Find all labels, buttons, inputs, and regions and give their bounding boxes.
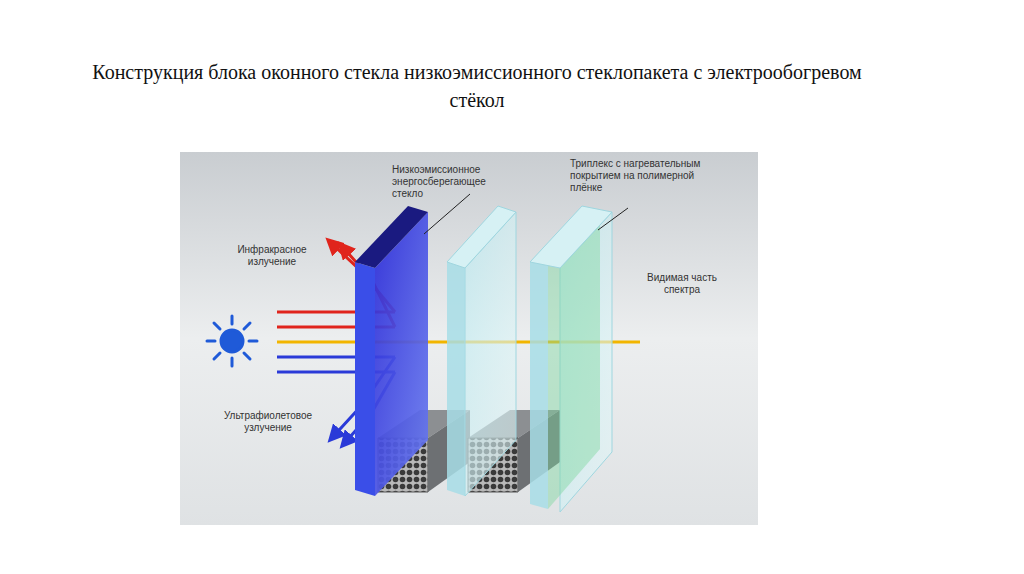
sun-ray xyxy=(249,340,257,343)
glass-edge xyxy=(447,262,465,496)
triplex-pane xyxy=(530,206,612,512)
callout-label: Инфракрасное излучение xyxy=(226,244,318,268)
callout-label: Низкоэмиссионное энергосберегающее стекл… xyxy=(392,164,510,200)
sun-ray xyxy=(244,353,250,359)
sun-disc xyxy=(221,330,243,352)
leader-line xyxy=(424,194,470,234)
callout-label: Ультрафиолетовое узлучение xyxy=(216,410,320,434)
slide-title: Конструкция блока оконного стекла низкоэ… xyxy=(82,58,872,114)
sun-symbol xyxy=(207,316,257,366)
sun-ray xyxy=(214,353,220,359)
sun-ray xyxy=(214,323,220,329)
glass-top xyxy=(530,206,612,268)
sun-ray xyxy=(231,316,234,324)
callout-label: Триплекс с нагревательным покрытием на п… xyxy=(570,158,710,194)
sun-ray xyxy=(207,340,215,343)
picture-ground xyxy=(180,152,758,525)
glass-edge xyxy=(355,262,375,496)
glass-top xyxy=(355,206,428,268)
sun-ray xyxy=(231,358,234,366)
callout-label: Видимая часть спектра xyxy=(640,272,724,296)
clear-glass-pane xyxy=(447,206,516,496)
low-e-glass-pane xyxy=(355,206,428,496)
glass-edge xyxy=(530,262,548,509)
leader-line xyxy=(598,208,628,230)
glass-top xyxy=(447,206,516,268)
sun-ray xyxy=(244,323,250,329)
